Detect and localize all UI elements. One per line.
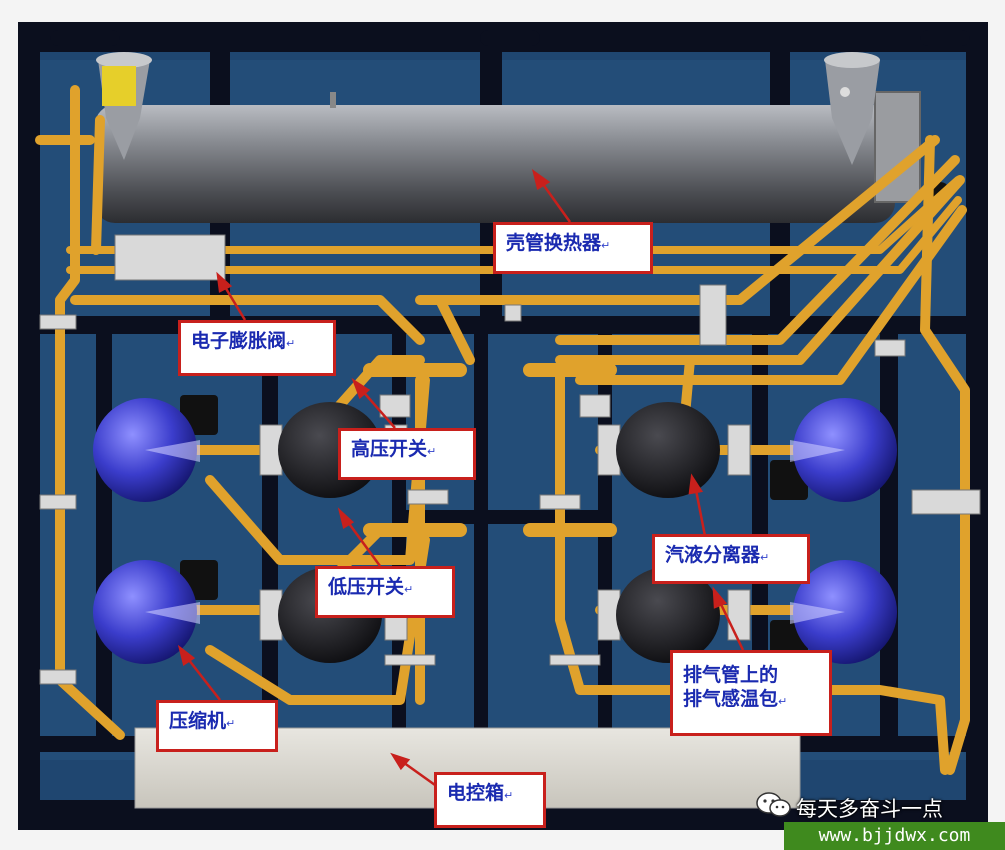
label-discharge-temperature-sensor: 排气管上的 排气感温包↵ [670,650,832,736]
leader-lines [177,169,745,787]
paragraph-mark: ↵ [778,695,788,708]
paragraph-mark: ↵ [286,337,296,350]
label-heat-exchanger: 壳管换热器↵ [493,222,653,274]
label-text: 电子膨胀阀 [191,330,287,352]
paragraph-mark: ↵ [504,789,514,802]
wechat-icon [756,792,791,817]
watermark-url: www.bjjdwx.com [784,822,1005,850]
label-text: 电控箱 [447,782,505,804]
watermark-name: 每天多奋斗一点 [796,797,943,821]
label-text: 壳管换热器 [506,232,602,254]
compressors [93,395,897,664]
label-text: 高压开关 [351,438,428,460]
paragraph-mark: ↵ [427,445,437,458]
label-control-box: 电控箱↵ [434,772,546,828]
heat-exchanger [95,52,950,223]
paragraph-mark: ↵ [226,717,236,730]
label-high-pressure-switch: 高压开关↵ [338,428,476,480]
label-text: 低压开关 [328,576,405,598]
label-compressor: 压缩机↵ [156,700,278,752]
label-gas-liquid-separator: 汽液分离器↵ [652,534,810,584]
label-text: 压缩机 [169,710,227,732]
label-text-line2: 排气感温包 [683,688,779,710]
paragraph-mark: ↵ [760,551,770,564]
label-low-pressure-switch: 低压开关↵ [315,566,455,618]
label-text-line1: 排气管上的 [683,664,779,686]
copper-pipes [35,85,970,775]
label-electronic-expansion-valve: 电子膨胀阀↵ [178,320,336,376]
paragraph-mark: ↵ [404,583,414,596]
gas-liquid-separators [278,402,720,663]
label-text: 汽液分离器 [665,544,761,566]
paragraph-mark: ↵ [601,239,611,252]
